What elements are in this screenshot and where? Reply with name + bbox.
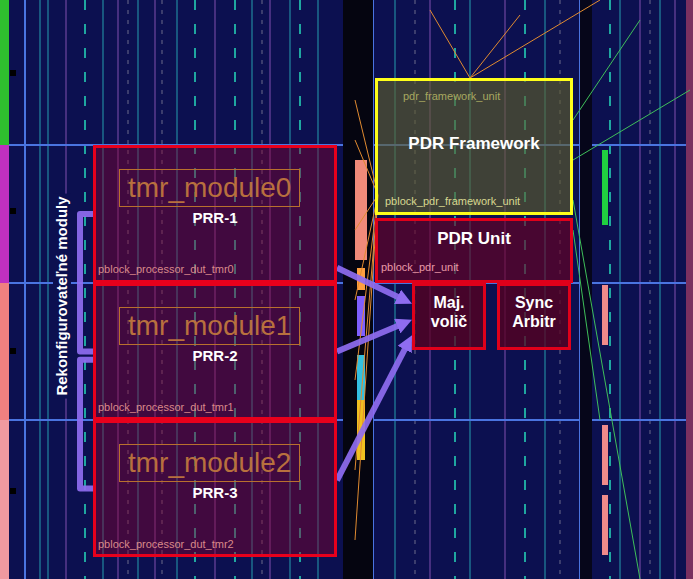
block-title: PDR Unit [437, 229, 511, 249]
used-resource [602, 495, 608, 555]
module-name: tmr_module2 [119, 444, 300, 482]
redundancy-link [80, 360, 93, 489]
voter-pblock: Maj. volič [412, 283, 486, 350]
framework-pblock: pdr_framework_unitPDR Framework pblock_pd… [375, 78, 573, 215]
used-resource [355, 160, 367, 260]
pblock-name: pblock_pdr_unit [381, 261, 459, 274]
reconfig-region: tmr_module1PRR-2 pblock_processor_dut_tmr… [93, 283, 337, 420]
io-bank [686, 0, 693, 579]
routed-nets [573, 20, 690, 579]
reconfig-region: tmr_module2PRR-3 pblock_processor_dut_tmr… [93, 420, 337, 557]
column-lines [66, 0, 675, 579]
arbiter-pblock: Sync Arbitr [497, 283, 571, 350]
io-bank [0, 283, 9, 420]
io-pads [10, 70, 16, 494]
column-tiles [85, 0, 610, 579]
region-name: PRR-1 [192, 209, 237, 227]
pblock-name: pblock_processor_dut_tmr1 [98, 401, 234, 414]
io-bank [0, 0, 9, 145]
column-lines [40, 0, 660, 579]
cell-name: pdr_framework_unit [403, 90, 500, 103]
redundancy-link [80, 214, 93, 352]
pdr-unit-pblock: PDR Unit pblock_pdr_unit [375, 218, 573, 283]
reconfig-region: tmr_module0PRR-1 pblock_processor_dut_tmr… [93, 145, 337, 283]
signal-arrow [337, 323, 405, 352]
block-title: Sync Arbitr [501, 293, 567, 331]
region-name: PRR-2 [192, 347, 237, 365]
routed-nets [355, 0, 600, 540]
block-title: Maj. volič [416, 293, 482, 331]
block-title: PDR Framework [408, 134, 539, 154]
pblock-name: pblock_processor_dut_tmr2 [98, 538, 234, 551]
region-group-label: Rekonfigurovateľné moduly [53, 193, 71, 398]
module-name: tmr_module1 [119, 307, 300, 345]
module-name: tmr_module0 [119, 169, 300, 207]
used-resource [602, 285, 608, 345]
pblock-name: pblock_processor_dut_tmr0 [98, 263, 234, 276]
region-name: PRR-3 [192, 484, 237, 502]
signal-arrow [337, 342, 408, 480]
used-resource [602, 150, 608, 225]
io-bank [0, 420, 9, 579]
pblock-name: pblock_pdr_framework_unit [385, 195, 520, 208]
io-bank [0, 145, 9, 283]
used-resource [602, 425, 608, 485]
